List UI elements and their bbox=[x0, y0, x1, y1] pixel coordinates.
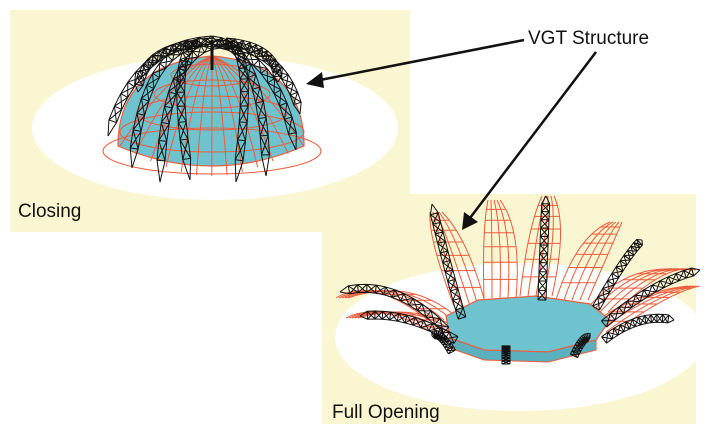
full-opening-panel: Full Opening bbox=[322, 194, 704, 424]
callout-arrow-to-opening bbox=[470, 52, 596, 218]
vgt-structure-label: VGT Structure bbox=[528, 28, 649, 49]
full-opening-caption: Full Opening bbox=[332, 402, 440, 423]
closing-caption: Closing bbox=[18, 201, 81, 222]
vgt-truss-rib bbox=[502, 346, 510, 364]
